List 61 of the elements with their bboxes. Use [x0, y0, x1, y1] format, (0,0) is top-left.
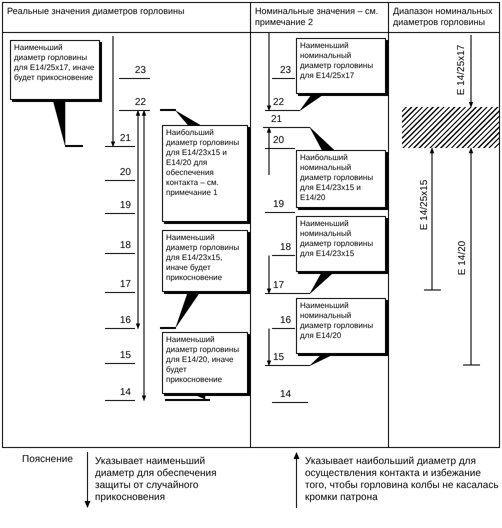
- dimension-arrow: [468, 34, 474, 108]
- scale-tick: 17: [265, 280, 310, 294]
- legend-text: Указывает наименьший диаметр для обеспечения защиты от случайного прикосновения: [95, 456, 218, 504]
- scale-tick: 18: [105, 240, 135, 254]
- scale-tick: 18: [272, 242, 295, 256]
- scale-tick: 21: [263, 114, 310, 128]
- scale-tick: 23: [119, 65, 150, 79]
- leader-line: [310, 127, 334, 150]
- table-column: [388, 2, 500, 448]
- leader-line: [300, 94, 324, 111]
- leader-target-bar: [160, 327, 176, 329]
- leader-line: [310, 272, 334, 294]
- leader-line: [52, 100, 66, 146]
- dimension-arrow: [266, 126, 272, 176]
- callout-box: Наименьший диаметр горловины для E14/23x15, иначе будет прикосновение: [162, 230, 248, 292]
- scale-tick: 16: [105, 315, 135, 329]
- column-header: Диапазон номинальных диаметров горловины: [392, 5, 494, 29]
- leader-target-bar: [65, 145, 83, 147]
- leader-target-bar: [165, 399, 210, 401]
- scale-tick: 15: [265, 352, 310, 366]
- edge-label: E 14/20: [457, 240, 469, 276]
- scale-tick: 21: [105, 133, 135, 147]
- scale-tick: 17: [105, 279, 135, 293]
- edge-label: E 14/25x17: [456, 44, 468, 96]
- callout-box: Наибольший диаметр горловины для E14/23x15 и E14/20 для обеспечения контакта – см. примечание 1: [162, 125, 248, 222]
- scale-tick: 16: [272, 315, 295, 329]
- column-header: Реальные значения диаметров горловины: [6, 5, 186, 18]
- scale-tick: 14: [105, 387, 135, 401]
- scale-tick: 22: [265, 97, 300, 111]
- dimension-arrow: [266, 32, 272, 112]
- leader-target-bar: [160, 109, 176, 111]
- scale-tick: 14: [272, 389, 308, 403]
- callout-box: Наименьший диаметр горловины для E14/20, иначе будет прикосновение: [162, 332, 248, 394]
- dimension-arrow: [110, 36, 116, 148]
- legend-heading: Пояснение: [22, 454, 73, 466]
- scale-tick: 23: [272, 65, 295, 79]
- callout-box: Наименьший номинальный диаметр горловины для E14/23x15: [296, 216, 386, 272]
- leader-line: [176, 110, 200, 126]
- scale-tick: 20: [265, 135, 295, 149]
- edge-label: E 14/25x15: [419, 180, 431, 230]
- dimension-arrow: [136, 110, 140, 330]
- hatched-area: [402, 107, 499, 148]
- scale-tick: 22: [119, 97, 150, 111]
- callout-box: Наименьший диаметр горловины для E14/25x17, иначе будет прикосновение: [10, 40, 100, 100]
- table-column: [250, 2, 389, 448]
- scale-tick: 19: [265, 199, 295, 213]
- column-header: Номинальные значения – см. примечание 2: [254, 5, 380, 29]
- callout-box: Наименьший номинальный диаметр горловины для E14/20: [296, 298, 386, 354]
- dimension-arrow: [266, 255, 272, 294]
- callout-box: Наибольший номинальный диаметр горловины для E14/23x15 и E14/20: [296, 150, 386, 208]
- leader-line: [176, 292, 200, 328]
- legend-text: Указывает наибольший диаметр для осуществления контакта и избежание того, чтобы горловина колбы не касалась кромки патрона: [305, 456, 500, 504]
- scale-tick: 20: [105, 167, 135, 181]
- callout-box: Наименьший номинальный диаметр горловины для E14/25x17: [296, 38, 386, 94]
- table-column: [2, 2, 251, 448]
- dimension-arrow: [424, 147, 442, 290]
- scale-tick: 15: [105, 350, 135, 364]
- dimension-arrow: [266, 328, 272, 366]
- scale-tick: 19: [105, 200, 135, 214]
- dimension-arrow: [142, 110, 146, 402]
- dimension-arrow: [462, 147, 480, 366]
